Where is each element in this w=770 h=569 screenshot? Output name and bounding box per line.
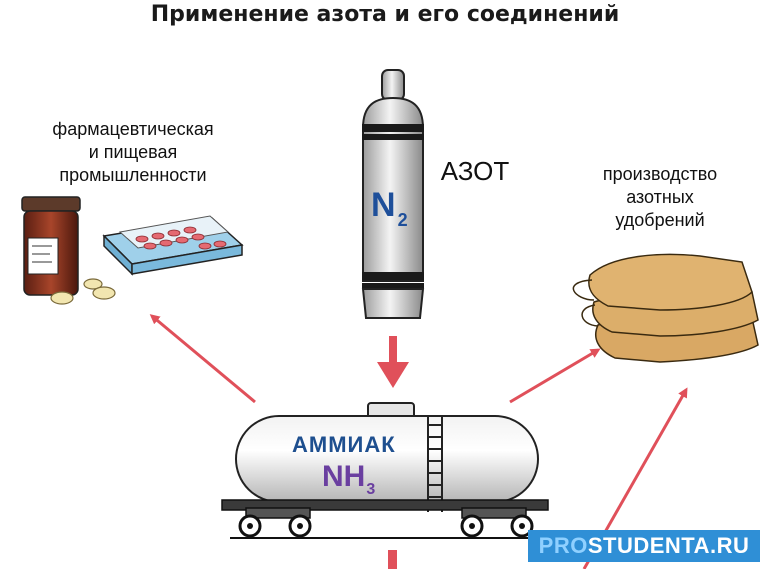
blister-pack [102,215,244,276]
fertilizer-bags [572,253,759,363]
arrow-down-stub [388,550,397,569]
watermark-part1: PRO [538,533,588,558]
label-pharma-line2: и пищевая [88,142,178,162]
arrow-to-pharma [149,314,256,404]
label-pharma-line1: фармацевтическая [52,119,214,139]
label-nitrogen: АЗОТ [440,156,510,186]
watermark: PROSTUDENTA.RU [528,530,760,562]
ammonia-tank-car: АММИАК NH3 [221,402,549,539]
label-fertilizer-line1: производство [602,164,718,184]
tank-name: АММИАК [292,432,396,457]
arrow-to-fertilizer [509,348,601,404]
label-pharma: фармацевтическая и пищевая промышленност… [18,118,248,187]
tank-formula: NH3 [322,460,375,498]
page-title: Применение азота и его соединений [150,2,620,27]
label-fertilizer-line2: азотных [626,187,694,207]
label-fertilizer: производство азотных удобрений [570,163,750,232]
label-fertilizer-line3: удобрений [615,210,705,230]
label-pharma-line3: промышленности [59,165,207,185]
medicine-bottle [21,196,81,296]
pills [50,278,116,305]
arrow-cylinder-to-tank [377,336,409,388]
watermark-part2: STUDENTA.RU [587,533,750,558]
